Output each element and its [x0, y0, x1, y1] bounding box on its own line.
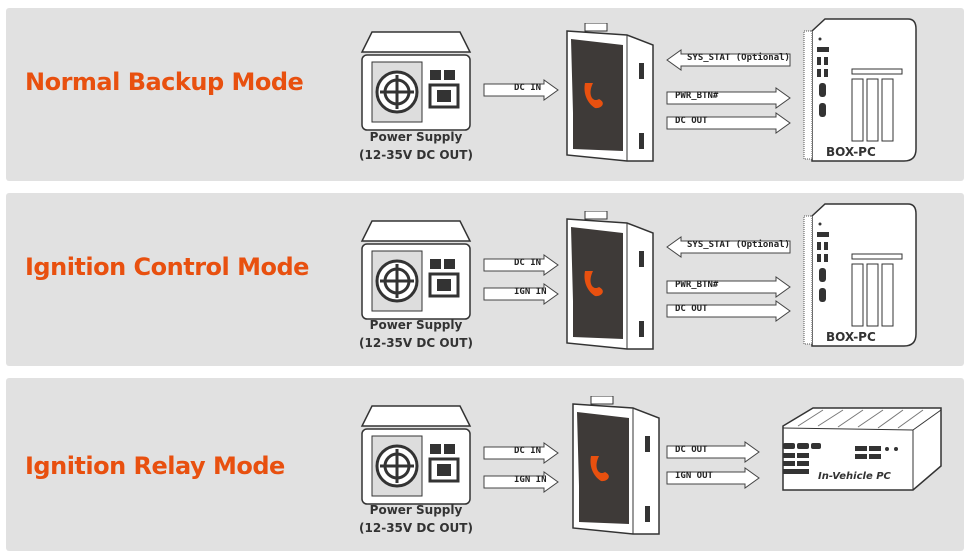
arrow-shape — [483, 254, 559, 276]
arrow-shape — [666, 112, 791, 134]
arrow-ign-in: IGN IN — [483, 471, 559, 493]
arrow-dc-out: DC OUT — [666, 300, 791, 322]
arrow-shape — [483, 79, 559, 101]
ups-device-icon — [565, 211, 657, 351]
arrow-label: DC IN — [514, 446, 542, 456]
arrow-label: DC IN — [514, 83, 542, 93]
box-pc-icon — [800, 17, 918, 165]
arrow-sys-stat: SYS_STAT (Optional) — [666, 236, 791, 258]
arrow-shape — [666, 49, 791, 71]
psu-label: Power Supply (12-35V DC OUT) — [346, 128, 486, 164]
in-vehicle-pc-label: In-Vehicle PC — [818, 471, 891, 482]
arrow-label: PWR_BTN# — [675, 91, 719, 101]
arrow-label: DC IN — [514, 258, 542, 268]
box-pc-icon — [800, 202, 918, 350]
power-supply-icon — [360, 30, 472, 132]
psu-name: Power Supply — [369, 318, 463, 332]
power-supply-icon — [360, 219, 472, 321]
arrow-label: DC OUT — [675, 304, 708, 314]
psu-label: Power Supply (12-35V DC OUT) — [346, 501, 486, 537]
panel-ignition-relay-mode: Ignition Relay Mode Power Supply (12-35V … — [6, 378, 964, 551]
ups-device-icon — [571, 396, 663, 536]
arrow-label: IGN IN — [514, 287, 547, 297]
arrow-dc-in: DC IN — [483, 442, 559, 464]
arrow-shape — [666, 276, 791, 298]
arrow-shape — [666, 467, 760, 489]
ups-device-icon — [565, 23, 657, 163]
arrow-pwr-btn: PWR_BTN# — [666, 276, 791, 298]
psu-label: Power Supply (12-35V DC OUT) — [346, 316, 486, 352]
psu-spec: (12-35V DC OUT) — [359, 521, 473, 535]
psu-spec: (12-35V DC OUT) — [359, 148, 473, 162]
psu-spec: (12-35V DC OUT) — [359, 336, 473, 350]
arrow-shape — [483, 442, 559, 464]
power-supply-icon — [360, 404, 472, 506]
arrow-label: PWR_BTN# — [675, 280, 719, 290]
box-pc-label: BOX-PC — [826, 330, 876, 344]
arrow-label: DC OUT — [675, 445, 708, 455]
arrow-shape — [666, 441, 760, 463]
arrow-label: SYS_STAT (Optional) — [687, 240, 790, 250]
arrow-shape — [483, 471, 559, 493]
panel-ignition-control-mode: Ignition Control Mode Power Supply (12-35… — [6, 193, 964, 366]
mode-title: Ignition Relay Mode — [25, 452, 285, 480]
panel-normal-backup-mode: Normal Backup Mode Power Supply (12-35V D… — [6, 8, 964, 181]
arrow-dc-out: DC OUT — [666, 441, 760, 463]
arrow-shape — [666, 87, 791, 109]
arrow-dc-out: DC OUT — [666, 112, 791, 134]
arrow-ign-in: IGN IN — [483, 283, 559, 305]
arrow-dc-in: DC IN — [483, 79, 559, 101]
arrow-label: IGN IN — [514, 475, 547, 485]
mode-title: Ignition Control Mode — [25, 253, 309, 281]
arrow-ign-out: IGN OUT — [666, 467, 760, 489]
psu-name: Power Supply — [369, 503, 463, 517]
arrow-label: IGN OUT — [675, 471, 713, 481]
box-pc-label: BOX-PC — [826, 145, 876, 159]
arrow-dc-in: DC IN — [483, 254, 559, 276]
arrow-label: SYS_STAT (Optional) — [687, 53, 790, 63]
mode-title: Normal Backup Mode — [25, 68, 304, 96]
psu-name: Power Supply — [369, 130, 463, 144]
arrow-shape — [666, 300, 791, 322]
arrow-pwr-btn: PWR_BTN# — [666, 87, 791, 109]
arrow-shape — [666, 236, 791, 258]
arrow-label: DC OUT — [675, 116, 708, 126]
arrow-sys-stat: SYS_STAT (Optional) — [666, 49, 791, 71]
arrow-shape — [483, 283, 559, 305]
